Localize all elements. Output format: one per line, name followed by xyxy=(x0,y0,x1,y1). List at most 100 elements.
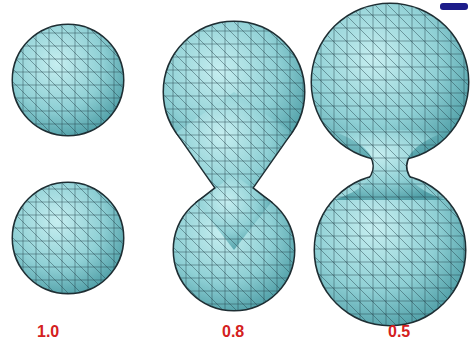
mesh-line xyxy=(0,18,160,312)
mesh-line xyxy=(73,2,399,328)
mesh-line xyxy=(0,20,36,300)
mesh-line xyxy=(268,2,473,328)
mesh-line xyxy=(160,161,310,162)
mesh-line xyxy=(0,20,75,300)
mesh-line xyxy=(347,2,348,328)
mesh-line xyxy=(8,2,334,328)
mesh-line xyxy=(160,31,310,32)
mesh-line xyxy=(0,20,62,300)
mesh-line xyxy=(0,18,199,312)
mesh-line xyxy=(290,18,291,312)
mesh-line xyxy=(160,57,310,58)
mesh-line xyxy=(346,2,473,328)
mesh-line xyxy=(112,2,438,328)
sphere-surface xyxy=(197,174,271,250)
mesh-line xyxy=(450,2,473,328)
mesh-line xyxy=(160,44,310,45)
ratio-label: 1.0 xyxy=(37,324,59,340)
mesh-line xyxy=(359,2,473,328)
mesh-line xyxy=(60,2,386,328)
mesh-line xyxy=(203,2,473,328)
sphere-outline xyxy=(13,183,123,293)
mesh-line xyxy=(0,20,153,300)
mesh-line xyxy=(399,2,400,328)
mesh-line xyxy=(10,137,126,138)
mesh-line xyxy=(307,2,473,328)
mesh-line xyxy=(10,176,126,177)
mesh-line xyxy=(0,20,179,300)
mesh-line xyxy=(0,18,251,312)
mesh-line xyxy=(308,28,472,29)
mesh-line xyxy=(99,2,425,328)
mesh-line xyxy=(438,2,439,328)
mesh-line xyxy=(160,278,310,279)
mesh-line xyxy=(10,20,11,300)
mesh-line xyxy=(9,18,303,312)
mesh-line xyxy=(88,20,89,300)
mesh-line xyxy=(160,109,310,110)
mesh-line xyxy=(86,2,412,328)
mesh-sphere xyxy=(0,2,473,328)
mesh-line xyxy=(160,226,310,227)
mesh-line xyxy=(411,2,473,328)
mesh-line xyxy=(173,18,174,312)
mesh-line xyxy=(308,314,472,315)
mesh-line xyxy=(0,18,290,312)
mesh-line xyxy=(151,2,473,328)
mesh-line xyxy=(62,20,63,300)
mesh-line xyxy=(216,2,473,328)
mesh-line xyxy=(225,18,226,312)
mesh-line xyxy=(61,18,355,312)
mesh-line xyxy=(0,18,225,312)
mesh-line xyxy=(0,20,88,300)
mesh-lines xyxy=(0,2,473,328)
mesh-line xyxy=(48,18,342,312)
mesh-line xyxy=(160,122,310,123)
mesh-line xyxy=(160,200,310,201)
mesh-line xyxy=(264,18,265,312)
mesh-line xyxy=(101,20,102,300)
mesh-line xyxy=(0,20,49,300)
mesh-line xyxy=(160,252,310,253)
mesh-line xyxy=(190,2,473,328)
sphere-surface xyxy=(330,130,450,200)
mesh-line xyxy=(238,18,239,312)
mesh-line xyxy=(0,20,192,300)
mesh-line xyxy=(255,2,473,328)
mesh-line xyxy=(0,20,101,300)
mesh-line xyxy=(308,184,472,185)
mesh-line xyxy=(308,158,472,159)
ratio-label: 0.5 xyxy=(388,324,410,340)
mesh-line xyxy=(303,18,304,312)
mesh-line xyxy=(277,18,278,312)
mesh-line xyxy=(10,163,126,164)
mesh-line xyxy=(294,2,473,328)
mesh-line xyxy=(308,145,472,146)
mesh-line xyxy=(463,2,473,328)
mesh-line xyxy=(451,2,452,328)
mesh-line xyxy=(0,18,212,312)
mesh-line xyxy=(437,2,473,328)
mesh-line xyxy=(0,18,173,312)
mesh-line xyxy=(160,18,161,312)
mesh-line xyxy=(160,18,310,19)
mesh-line xyxy=(160,70,310,71)
mesh-line xyxy=(373,2,374,328)
mesh-line xyxy=(160,265,310,266)
mesh-line xyxy=(10,150,126,151)
mesh-line xyxy=(10,20,126,21)
mesh-line xyxy=(308,301,472,302)
mesh-line xyxy=(398,2,473,328)
sphere-surface xyxy=(13,25,123,135)
mesh-line xyxy=(0,18,238,312)
mesh-line xyxy=(242,2,473,328)
mesh-line xyxy=(0,18,264,312)
mesh-line xyxy=(424,2,473,328)
mesh-line xyxy=(321,2,322,328)
sphere-outline xyxy=(13,25,123,135)
sphere-surface xyxy=(13,183,123,293)
mesh-line xyxy=(199,18,200,312)
mesh-line xyxy=(320,2,473,328)
mesh-line xyxy=(308,197,472,198)
mesh-line xyxy=(160,304,310,305)
